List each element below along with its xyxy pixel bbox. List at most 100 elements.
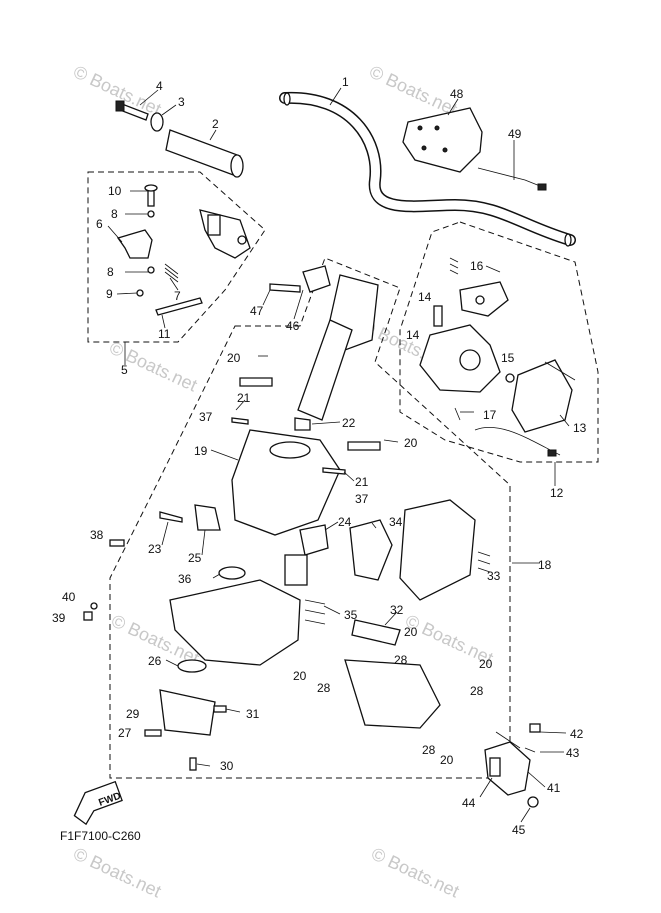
leader-9 xyxy=(116,292,138,295)
handlebar xyxy=(280,93,575,245)
leader-23 xyxy=(161,521,169,546)
leader-36 xyxy=(212,573,221,579)
callout-37: 37 xyxy=(199,410,213,424)
leader-44 xyxy=(479,777,493,798)
callout-3: 3 xyxy=(178,95,185,109)
callout-17: 17 xyxy=(483,408,497,422)
pin-head xyxy=(144,184,158,192)
callout-37: 37 xyxy=(355,492,369,506)
callout-27: 27 xyxy=(118,726,132,740)
callout-8: 8 xyxy=(111,207,118,221)
handlebar-end-right xyxy=(564,233,572,247)
callout-20: 20 xyxy=(293,669,307,683)
plate-bracket xyxy=(344,659,441,729)
grip-end xyxy=(230,154,244,178)
callout-5: 5 xyxy=(121,363,128,377)
callout-49: 49 xyxy=(508,127,522,141)
bolt-27 xyxy=(144,729,162,737)
throttle-cable xyxy=(477,167,546,189)
grip xyxy=(165,129,241,177)
spring-7 xyxy=(164,263,179,283)
pad-hole xyxy=(417,125,423,131)
callout-47: 47 xyxy=(250,304,264,318)
plate-20-right xyxy=(347,441,381,451)
nut-39 xyxy=(83,611,93,621)
callout-32: 32 xyxy=(390,603,404,617)
switch-cover-hole xyxy=(475,295,485,305)
screw-11 xyxy=(155,297,203,316)
screw-14 xyxy=(433,305,443,327)
leader-16 xyxy=(485,265,501,273)
callout-28: 28 xyxy=(422,743,436,757)
washer-8 xyxy=(147,266,155,274)
watermark: © Boats.net xyxy=(70,843,164,901)
collar-37 xyxy=(231,417,249,425)
callouts: 1 2 3 4 5 6 7 8 8 9 10 11 12 13 14 14 15… xyxy=(52,75,587,837)
callout-22: 22 xyxy=(342,416,356,430)
collar-21 xyxy=(322,467,346,475)
leader-42 xyxy=(539,731,567,734)
handlebar-assembly xyxy=(115,91,576,247)
lower-bracket xyxy=(169,579,301,666)
bracket-25 xyxy=(194,504,221,531)
leader-41-left xyxy=(495,731,521,749)
leader-2 xyxy=(209,129,217,141)
leader-3 xyxy=(161,104,177,116)
group-5-outline xyxy=(87,171,266,343)
callout-16: 16 xyxy=(470,259,484,273)
spring-16 xyxy=(449,257,459,275)
cylinder-24 xyxy=(284,554,308,586)
callout-20: 20 xyxy=(479,657,493,671)
fwd-arrow: FWD xyxy=(73,780,123,826)
callout-9: 9 xyxy=(106,287,113,301)
nut-45 xyxy=(527,796,539,808)
callout-14: 14 xyxy=(406,328,420,342)
leader-32 xyxy=(384,611,398,626)
spring-33 xyxy=(477,551,491,573)
column-housing-19 xyxy=(231,429,341,536)
leader-41 xyxy=(527,771,546,788)
bracket-46 xyxy=(302,265,331,293)
callout-4: 4 xyxy=(156,79,163,93)
leader-22 xyxy=(311,421,341,425)
group-12-outline xyxy=(399,221,599,463)
lever-connector xyxy=(207,214,221,236)
lower-bracket-41 xyxy=(484,723,541,808)
diagram-code: F1F7100-C260 xyxy=(60,829,141,843)
column-shaft xyxy=(297,319,353,421)
leader-4 xyxy=(139,89,159,106)
callout-12: 12 xyxy=(550,486,564,500)
nut-42 xyxy=(529,723,541,733)
pad-hole xyxy=(434,125,440,131)
callout-2: 2 xyxy=(212,117,219,131)
callout-44: 44 xyxy=(462,796,476,810)
leader-13 xyxy=(559,414,570,427)
group-outlines xyxy=(87,171,599,779)
callout-7: 7 xyxy=(174,289,181,303)
clip-9 xyxy=(136,289,144,297)
leader-21a xyxy=(235,399,246,411)
callout-36: 36 xyxy=(178,572,192,586)
cable-end xyxy=(537,183,547,191)
fwd-arrow-shape xyxy=(73,780,123,826)
leader-45 xyxy=(520,807,531,823)
leader-24 xyxy=(324,521,339,531)
callout-26: 26 xyxy=(148,654,162,668)
leader-6 xyxy=(107,225,123,243)
bushing-26 xyxy=(177,659,207,673)
leader-lines xyxy=(107,87,570,823)
plate-20-upper xyxy=(239,377,273,387)
callout-10: 10 xyxy=(108,184,122,198)
spring-43 xyxy=(524,747,536,753)
callout-20: 20 xyxy=(404,625,418,639)
bushing-36 xyxy=(218,566,246,580)
watermark: © Boats.net xyxy=(366,61,460,119)
callout-46: 46 xyxy=(286,319,300,333)
pad-hole xyxy=(421,145,427,151)
leader-46 xyxy=(293,289,304,320)
callout-6: 6 xyxy=(96,217,103,231)
washer-40 xyxy=(90,602,98,610)
leader-26 xyxy=(165,659,179,667)
